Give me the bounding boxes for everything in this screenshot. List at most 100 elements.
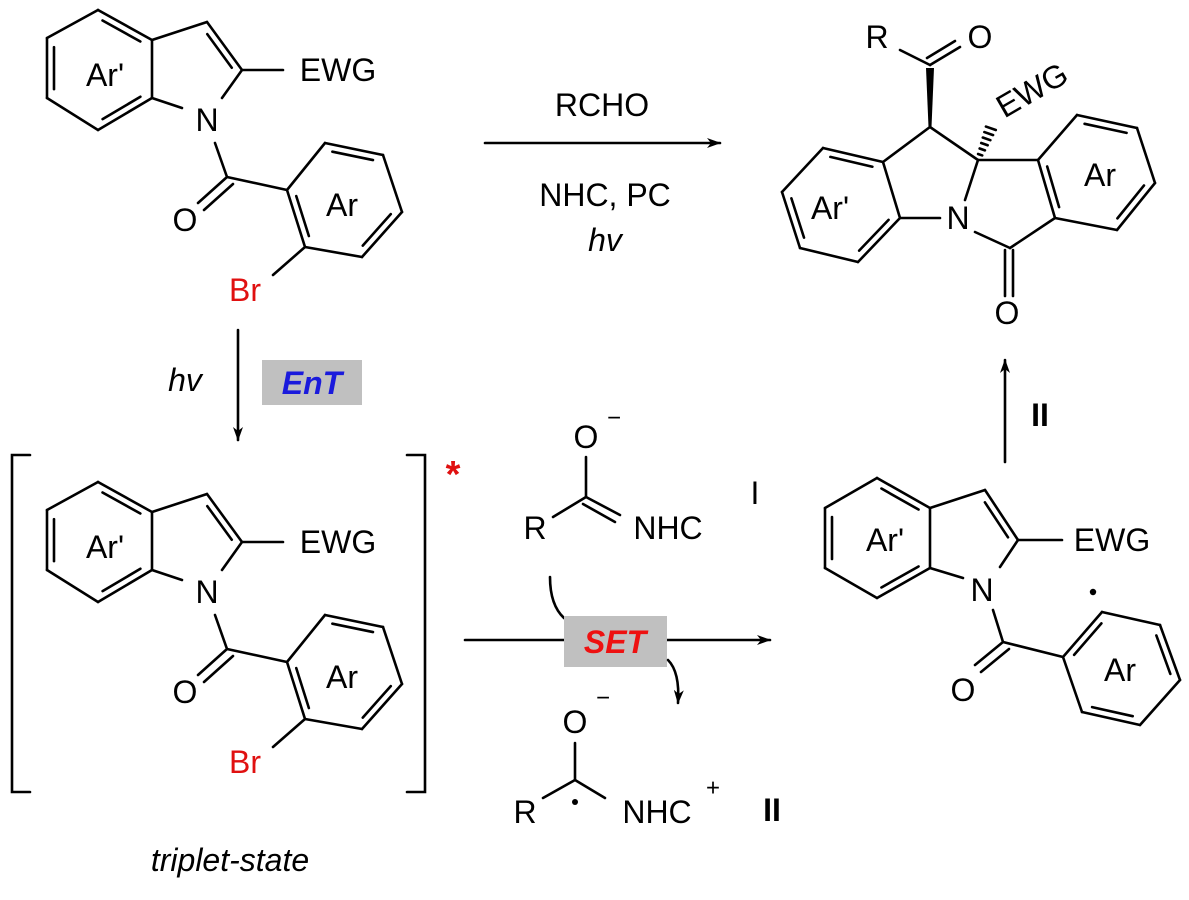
lactam-oxygen-label: O [995,295,1020,331]
ring-bond [45,8,100,40]
nhc-label: NHC [622,794,691,830]
bond [225,647,289,664]
left-bracket [10,453,32,794]
ring-bond [780,146,825,194]
top-reaction-arrow: RCHO NHC, PC hv [483,87,722,258]
nhc-label: NHC [633,510,702,546]
bond [584,495,622,517]
ring-bond [1100,610,1162,627]
ring-bond [381,153,404,214]
wedge-bond [926,68,934,127]
ar-prime-label: Ar' [811,190,849,226]
double-bond-inner [857,218,890,252]
bond [213,141,229,179]
ring-bond [1138,678,1182,727]
light-label: hv [168,362,204,398]
double-bond-inner [331,622,375,634]
bond [928,488,987,510]
radical-cation-intermediate: O − R NHC + II [513,685,780,831]
bond [928,45,962,67]
bond [581,502,617,524]
bond [150,568,184,582]
triplet-state-species: Ar' EWG N O Ar Br * triplet-state [10,453,461,878]
bond [963,158,980,202]
oxygen-label: O [563,704,588,740]
hashed-bond [979,141,989,147]
double-bond-inner [829,155,874,169]
r-label: R [513,794,536,830]
ring-bond [1158,623,1182,682]
ring-bond [360,682,404,731]
ring-bond [45,96,100,132]
aryl-radical-species: Ar' EWG N O Ar [866,522,1150,708]
ring-bond [96,480,154,514]
acyl-oxygen-label: O [968,19,993,55]
curved-arrow-in [548,575,566,620]
double-bond-inner [983,501,1010,539]
bond [220,68,244,100]
reagent-label: RCHO [555,87,649,123]
radical-dot [572,799,578,805]
ring-bond [875,476,932,510]
positive-charge: + [706,775,720,802]
ring-bond [821,146,885,164]
negative-charge: − [596,685,610,712]
cyclization-arrow: II [1000,358,1049,464]
bond [991,608,1005,644]
ring-bond [823,566,879,600]
carbonyl-bond [196,175,229,205]
bond [983,488,1020,542]
double-bond-inner [101,19,142,43]
energy-transfer-arrow: hv EnT [168,328,362,442]
bond [150,492,209,514]
double-bond-inner [1045,165,1061,209]
double-bond-inner [880,487,920,511]
product: R O EWG Ar' N Ar O [811,19,1116,331]
ring-bond [1135,126,1157,185]
double-bond-inner [205,32,234,70]
bond-layer [45,8,1182,800]
double-bond-inner [294,666,311,710]
ring-bond [856,216,902,264]
set-arrow: SET [463,575,772,705]
double-bond-inner [1116,184,1146,220]
double-bond-inner [205,504,234,542]
ring-bond [96,568,154,604]
ring-bond [323,141,385,157]
bond [150,20,209,42]
excited-state-star: * [446,454,461,496]
double-bond-inner [101,491,142,515]
ring-bond [1080,710,1142,727]
oxygen-label: O [951,672,976,708]
double-bond-inner [101,95,142,121]
triplet-state-caption: triplet-state [151,842,309,878]
double-bond-inner [1090,705,1134,718]
radical-dot [1089,588,1097,596]
bond [928,125,980,162]
bond [551,495,588,519]
double-bond-inner [880,565,920,589]
bond [925,39,957,60]
double-bond-inner [101,567,142,593]
carbonyl-bond [202,182,235,212]
oxygen-label: O [173,674,198,710]
bond [573,778,607,800]
intermediate-tag: I [751,475,760,511]
intermediate-tag: II [763,792,781,828]
ewg-label: EWG [990,55,1074,124]
hashed-bond [983,130,995,137]
ewg-label: EWG [300,524,376,560]
ring-bond [823,476,879,510]
breslow-intermediate: O − R NHC I [523,405,759,547]
hashed-bond [984,125,998,132]
bond [979,647,1011,674]
bond [1008,216,1057,250]
bond [271,717,307,749]
ewg-label: EWG [1074,522,1150,558]
ewg-label: EWG [300,52,376,88]
ring-bond [780,190,802,250]
intermediate-tag: II [1031,397,1049,433]
bond [271,245,307,277]
bond [213,613,229,651]
